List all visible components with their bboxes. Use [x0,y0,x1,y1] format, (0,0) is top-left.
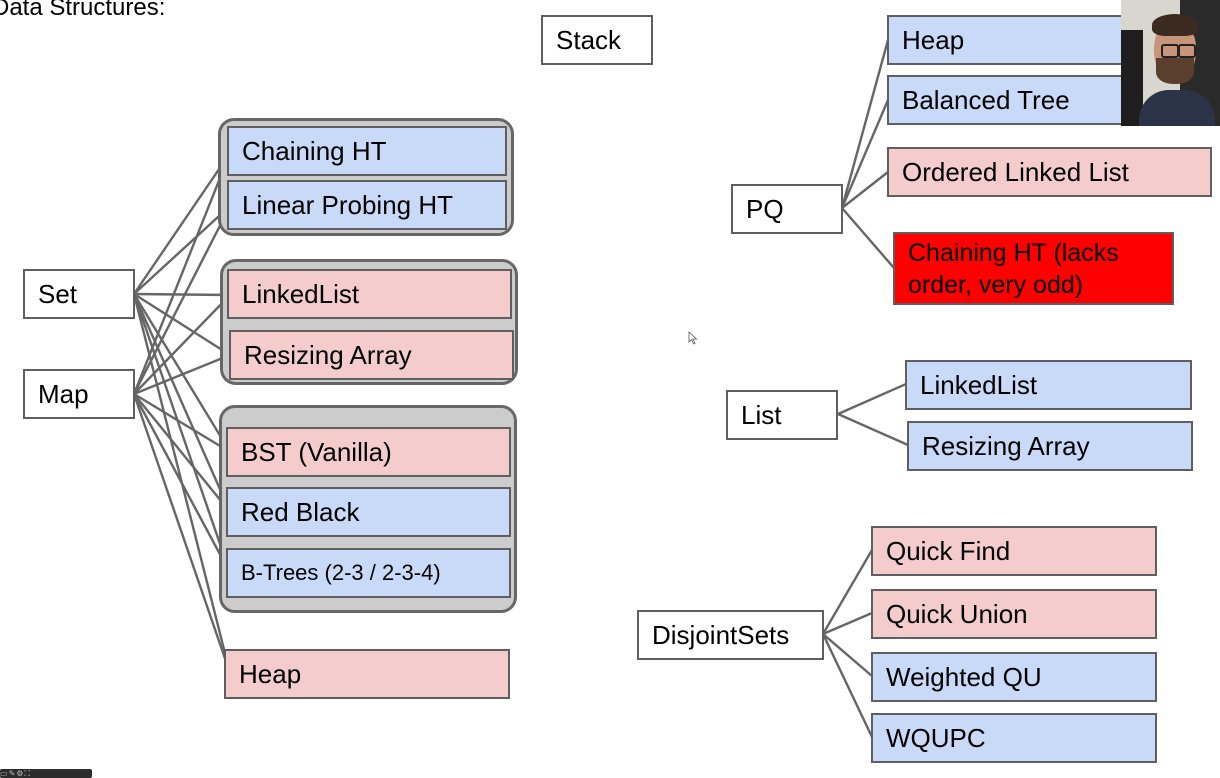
adt-list: List [726,390,838,440]
ds-quick-union: Quick Union [871,589,1157,639]
impl-linkedlist: LinkedList [227,269,512,319]
impl-bst-vanilla: BST (Vanilla) [226,427,511,477]
settings-icon[interactable]: ⚙ [16,769,25,778]
impl-red-black: Red Black [226,487,511,537]
play-icon[interactable]: ▭ [0,769,9,778]
impl-chaining-ht: Chaining HT [227,126,507,176]
mouse-cursor-icon [688,331,698,345]
pq-ordered-linked-list: Ordered Linked List [887,147,1212,197]
pq-heap: Heap [887,15,1127,65]
adt-set: Set [23,269,135,319]
presentation-toolbar[interactable]: ▭✎⚙⛶ [0,769,92,778]
list-linkedlist: LinkedList [905,360,1192,410]
adt-pq: PQ [731,184,843,234]
adt-map: Map [23,369,135,419]
adt-disjointsets: DisjointSets [637,610,824,660]
impl-resizing-array: Resizing Array [229,330,514,380]
ds-wqupc: WQUPC [871,713,1157,763]
presenter-video [1121,0,1220,126]
pq-chaining-ht: Chaining HT (lacks order, very odd) [893,232,1174,305]
fullscreen-icon[interactable]: ⛶ [24,769,32,778]
list-resizing-array: Resizing Array [907,421,1193,471]
adt-stack: Stack [541,15,653,65]
pq-balanced-tree: Balanced Tree [887,75,1127,125]
impl-heap: Heap [224,649,510,699]
impl-linear-probing-ht: Linear Probing HT [227,180,507,230]
impl-b-trees: B-Trees (2-3 / 2-3-4) [226,548,511,598]
ds-weighted-qu: Weighted QU [871,652,1157,702]
slide-title: Data Structures: [0,0,166,21]
edit-icon[interactable]: ✎ [8,769,17,778]
ds-quick-find: Quick Find [871,526,1157,576]
